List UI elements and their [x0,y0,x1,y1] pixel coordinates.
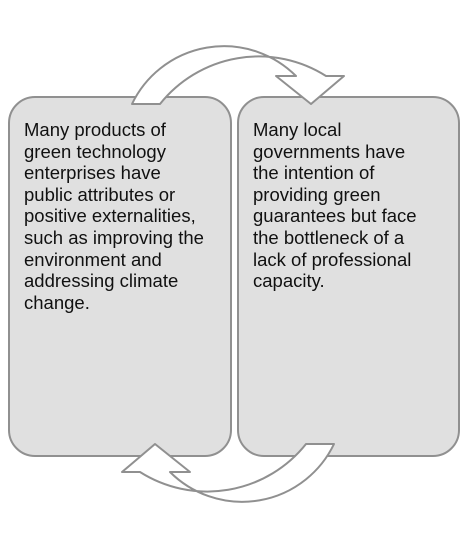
right-box-text: Many local governments have the intentio… [253,119,417,292]
left-box-text: Many products of green technology enterp… [24,119,204,313]
bottom-curved-arrow [121,443,335,503]
left-box [8,96,232,457]
right-box [237,96,460,457]
top-curved-arrow [131,45,345,105]
